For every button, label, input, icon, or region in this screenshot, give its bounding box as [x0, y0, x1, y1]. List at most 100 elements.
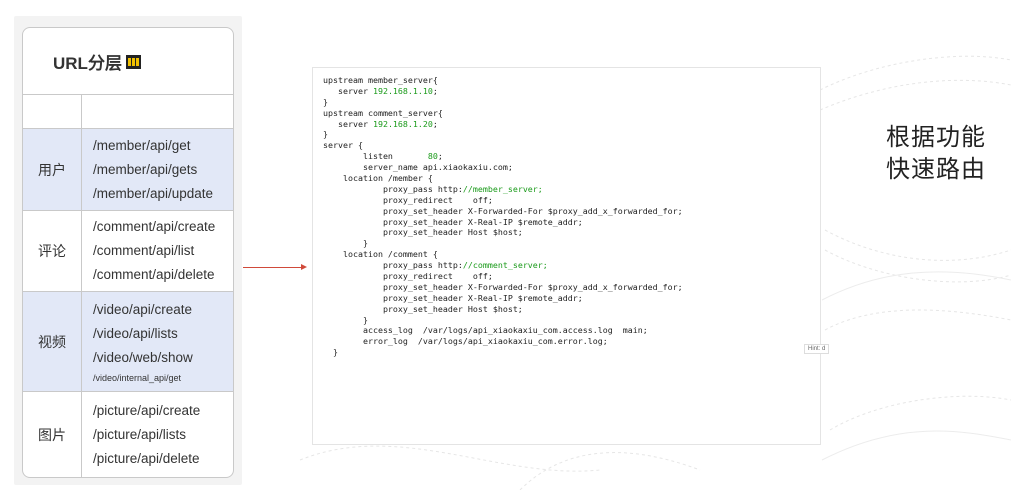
- code-text: proxy_pass http:: [323, 260, 463, 271]
- code-highlight: 80: [427, 151, 438, 162]
- code-highlight: //member_server;: [462, 183, 543, 194]
- code-highlight: 192.168.1.20: [372, 118, 433, 129]
- path-item: /comment/api/list: [93, 243, 195, 258]
- code-line: server_name api.xiaokaxiu.com;: [323, 162, 820, 173]
- hint-tooltip: Hint: d: [804, 344, 830, 354]
- code-line: proxy_pass http://member_server;: [323, 184, 820, 195]
- code-text: access_log /var/logs/api_xiaokaxiu_com.a…: [323, 325, 648, 336]
- path-item: /picture/api/create: [93, 402, 201, 418]
- category-cell: 图片: [23, 392, 82, 477]
- paths-cell: /comment/api/create /comment/api/list /c…: [82, 211, 233, 291]
- table-title-text: URL分层: [53, 53, 122, 73]
- code-line: location /comment {: [323, 249, 820, 260]
- code-line: proxy_redirect off;: [323, 195, 820, 206]
- code-text: location /comment {: [323, 249, 438, 260]
- code-line: }: [323, 97, 820, 108]
- table-row-user: 用户 /member/api/get /member/api/gets /mem…: [23, 129, 233, 211]
- code-line: proxy_set_header X-Real-IP $remote_addr;: [323, 217, 820, 228]
- code-line: proxy_redirect off;: [323, 271, 820, 282]
- category-cell: 视频: [23, 292, 82, 391]
- headline-line-1: 根据功能: [886, 124, 986, 151]
- code-line: }: [323, 238, 820, 249]
- code-text: proxy_redirect off;: [323, 271, 493, 282]
- code-text: upstream comment_server{: [323, 107, 443, 118]
- code-line: error_log /var/logs/api_xiaokaxiu_com.er…: [323, 336, 820, 347]
- paths-cell: [82, 95, 233, 128]
- code-text: proxy_set_header X-Forwarded-For $proxy_…: [323, 281, 683, 292]
- code-text: proxy_set_header Host $host;: [323, 227, 523, 238]
- code-text: location /member {: [323, 173, 433, 184]
- path-item: /picture/api/delete: [93, 450, 200, 466]
- headline-line-2: 快速路由: [886, 156, 986, 183]
- code-highlight: 192.168.1.10: [372, 85, 433, 96]
- code-text: upstream member_server{: [323, 75, 438, 85]
- code-line: proxy_pass http://comment_server;: [323, 260, 820, 271]
- code-text: proxy_pass http:: [323, 183, 463, 194]
- code-line: proxy_set_header X-Forwarded-For $proxy_…: [323, 282, 820, 293]
- paths-cell: /member/api/get /member/api/gets /member…: [82, 129, 233, 210]
- path-item: /video/web/show: [93, 349, 193, 365]
- code-text: error_log /var/logs/api_xiaokaxiu_com.er…: [323, 336, 608, 347]
- path-item: /member/api/get: [93, 137, 191, 153]
- code-line: upstream member_server{: [323, 75, 820, 86]
- code-text: ;: [437, 151, 443, 162]
- code-text: proxy_set_header X-Forwarded-For $proxy_…: [323, 205, 683, 216]
- connector-arrow-line: [243, 267, 303, 268]
- paths-cell: /video/api/create /video/api/lists /vide…: [82, 292, 233, 391]
- code-line: proxy_set_header X-Forwarded-For $proxy_…: [323, 206, 820, 217]
- code-text: proxy_set_header Host $host;: [323, 303, 523, 314]
- code-text: server: [323, 85, 373, 96]
- path-item: /video/internal_api/get: [93, 372, 182, 383]
- code-text: listen: [323, 151, 428, 162]
- code-line: server 192.168.1.20;: [323, 119, 820, 130]
- path-item: /member/api/gets: [93, 161, 198, 177]
- code-text: proxy_set_header X-Real-IP $remote_addr;: [323, 292, 583, 303]
- path-item: /picture/api/lists: [93, 426, 187, 442]
- code-text: server_name api.xiaokaxiu.com;: [323, 162, 513, 173]
- code-text: }: [323, 347, 338, 358]
- routing-headline: 根据功能 快速路由: [886, 122, 986, 186]
- code-text: }: [323, 238, 368, 249]
- code-line: access_log /var/logs/api_xiaokaxiu_com.a…: [323, 325, 820, 336]
- code-text: ;: [432, 85, 438, 96]
- code-line: listen 80;: [323, 151, 820, 162]
- category-cell: 用户: [23, 129, 82, 210]
- table-row-empty: [23, 95, 233, 129]
- paths-cell: /picture/api/create /picture/api/lists /…: [82, 392, 233, 477]
- code-line: }: [323, 347, 820, 358]
- code-text: }: [323, 129, 328, 140]
- table-title: URL分层: [23, 28, 233, 95]
- nginx-config-code-block: upstream member_server{ server 192.168.1…: [312, 67, 821, 445]
- code-line: location /member {: [323, 173, 820, 184]
- chart-logo-icon: [125, 55, 141, 69]
- code-line: proxy_set_header Host $host;: [323, 227, 820, 238]
- code-line: }: [323, 129, 820, 140]
- path-item: /video/api/lists: [93, 325, 178, 341]
- code-text: server {: [323, 140, 363, 151]
- path-item: /comment/api/delete: [93, 267, 215, 282]
- table-row-picture: 图片 /picture/api/create /picture/api/list…: [23, 392, 233, 477]
- path-item: /member/api/update: [93, 185, 214, 201]
- code-line: proxy_set_header X-Real-IP $remote_addr;: [323, 293, 820, 304]
- path-item: /video/api/create: [93, 301, 193, 317]
- category-cell: 评论: [23, 211, 82, 291]
- code-text: ;: [432, 118, 438, 129]
- table-row-comment: 评论 /comment/api/create /comment/api/list…: [23, 211, 233, 292]
- code-line: proxy_set_header Host $host;: [323, 304, 820, 315]
- code-text: proxy_redirect off;: [323, 194, 493, 205]
- code-text: proxy_set_header X-Real-IP $remote_addr;: [323, 216, 583, 227]
- category-cell: [23, 95, 82, 128]
- code-line: server 192.168.1.10;: [323, 86, 820, 97]
- code-text: }: [323, 314, 368, 325]
- code-text: }: [323, 96, 328, 107]
- table-row-video: 视频 /video/api/create /video/api/lists /v…: [23, 292, 233, 392]
- code-highlight: //comment_server;: [462, 260, 548, 271]
- code-line: server {: [323, 140, 820, 151]
- code-text: server: [323, 118, 373, 129]
- arrow-head-icon: [301, 264, 307, 270]
- url-layer-table: URL分层 用户 /member/api/get /member/api/get…: [22, 27, 234, 478]
- code-line: }: [323, 315, 820, 326]
- path-item: /comment/api/create: [93, 219, 216, 234]
- code-line: upstream comment_server{: [323, 108, 820, 119]
